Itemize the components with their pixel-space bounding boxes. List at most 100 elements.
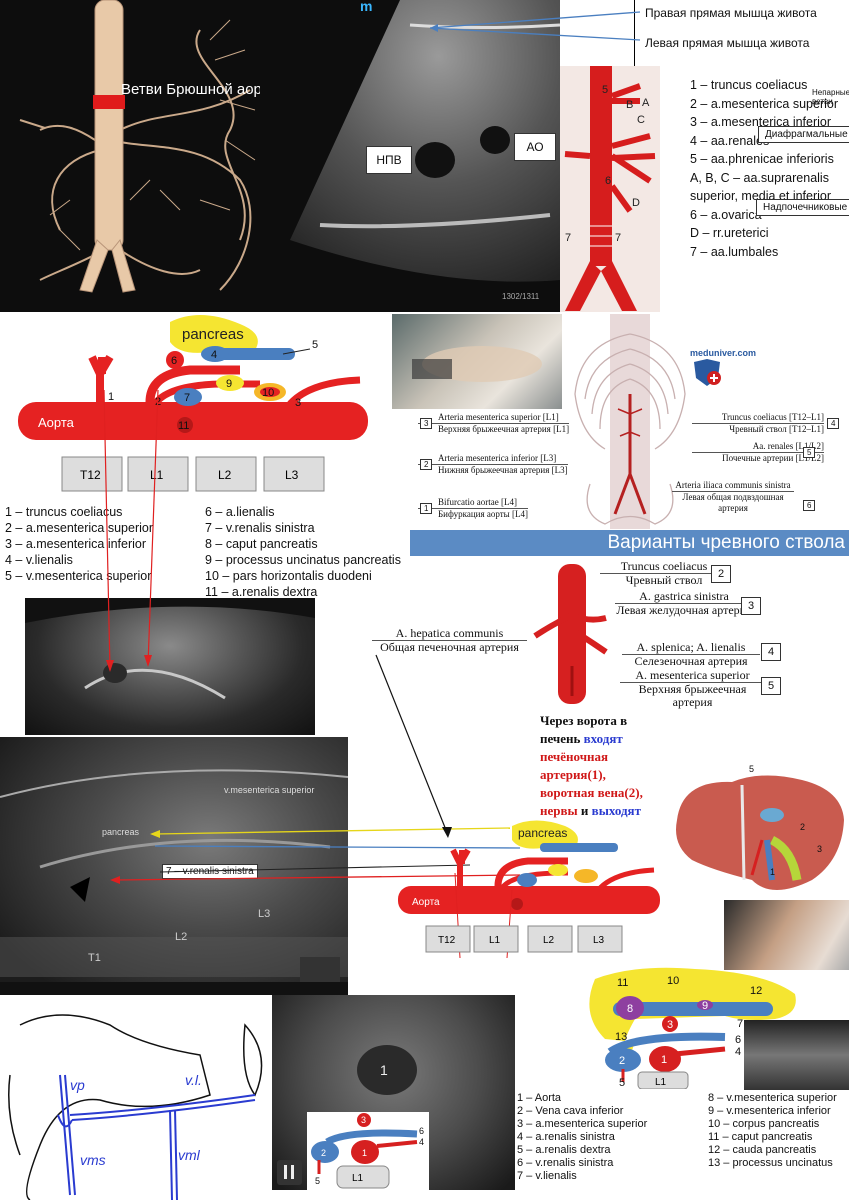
variant-lat: Truncus coeliacus [620,559,708,573]
liver-text-line: Через ворота в [540,713,628,728]
diaphragm-box: Диафрагмальные [758,126,849,143]
ao-label: АО [526,140,544,154]
hand-sketch: vp v.l. vms vml [8,1014,263,1200]
skeleton-ru: Почечные артерии [L1/L2] [692,452,824,464]
adrenal-box: Надпочечниковые [756,199,849,216]
legend-item: 11 – a.renalis dextra [205,585,318,599]
mini-ultrasound [744,1020,849,1090]
legend-item: 9 – processus uncinatus pancreatis [205,553,401,567]
skeleton-lat: Truncus coeliacus [T12–L1] [721,412,824,422]
liver-num: 2 [800,822,805,832]
liver-text-line: артерия(1), [540,767,606,782]
pancreas-num: 7 [737,1018,743,1030]
aorta-pancreas-diagram-2: pancreas Аорта T12 L1 L2 L3 [398,820,660,958]
ultrasound-pancreas-detail [0,769,348,995]
pancreas-legend-item: 6 – v.renalis sinistra [517,1157,614,1169]
skeleton-label-left: Arteria mesenterica inferior [L3] Нижняя… [418,453,568,476]
pancreas-legend-item: 5 – a.renalis dextra [517,1144,611,1156]
vrs-label: 7 – v.renalis sinistra [166,866,254,877]
diagram-num: 10 [262,387,274,399]
legend-item: 4 – v.lienalis [5,553,73,567]
l2-us-label: L2 [175,931,188,943]
us-bottom-inset-num: 2 [321,1148,326,1158]
us-bottom-vert: L1 [352,1173,364,1184]
svg-text:D: D [632,197,640,209]
liver-text-line: воротная вена(2), [540,785,643,800]
diagram-num: 3 [295,397,301,409]
skeleton-label-right: Arteria iliaca communis sinistra Левая о… [672,480,794,514]
legend-item: 8 – caput pancreatis [205,537,318,551]
liver-text-fragment: печень [540,731,584,746]
variant-hepatic: A. hepatica communis Общая печеночная ар… [372,627,527,654]
skeleton-label-left: Arteria mesenterica superior [L1] Верхня… [418,412,570,435]
pancreas-label-2: pancreas [518,826,567,840]
pancreas-legend-item: 9 – v.mesenterica inferior [708,1105,831,1117]
variant-num: 3 [741,597,762,615]
svg-text:5: 5 [602,84,608,96]
branch-item: 6 – a.ovarica [690,207,762,222]
skeleton-ru: Чревный ствол [T12–L1] [692,423,824,435]
vertebra-label: L1 [150,468,164,482]
rectus-arrows [429,11,641,41]
variant-ru: Верхняя брыжеечная артерия [620,682,765,709]
pancreas-label: pancreas [182,326,244,343]
vertebra-label: T12 [80,468,101,482]
branch-item: 1 – truncus coeliacus [690,78,808,92]
variant-ru: Общая печеночная артерия [372,640,527,654]
aorta-branches-list: 1 – truncus coeliacus 2 – a.mesenterica … [690,76,838,261]
pancreas-legend-item: 1 – Aorta [517,1092,562,1104]
rectus-label-box [634,0,849,67]
variant-num: 4 [761,643,782,661]
liver-text-fragment: и [577,803,592,818]
pancreas-num: 6 [735,1034,741,1046]
pancreas-num: 3 [667,1019,673,1031]
skeleton-num: 6 [803,500,816,511]
us-bottom-inset-num: 5 [315,1176,320,1186]
skeleton-ru: Бифуркация аорты [L4] [418,508,528,520]
pancreas-legend-item: 12 – cauda pancreatis [708,1144,817,1156]
l3-us-label: L3 [258,908,271,920]
variant-num: 5 [761,677,782,695]
skeleton-figure [574,314,686,529]
liver-illustration: 5 2 3 1 [676,764,844,890]
variant-num: 2 [711,565,732,583]
svg-text:A: A [642,97,650,109]
liver-text-nerves: нервы [540,803,578,818]
svg-text:7: 7 [565,232,571,244]
pancreas-legend-item: 3 – a.mesenterica superior [517,1118,648,1130]
liver-text-line: печёночная [540,749,609,764]
hand-probe-photo [724,900,849,970]
liver-text-line: печень входят [540,730,643,748]
ultrasound-celiac [25,598,315,735]
diagram-num: 4 [211,349,217,361]
variant-lat: A. mesenterica superior [635,668,750,682]
ultrasound-aorta-ivc: m 1302/1311 НПВ АО [260,0,561,312]
us-bottom-num: 1 [380,1062,388,1078]
pancreas-us-label: pancreas [102,827,140,837]
sketch-vml: vml [178,1147,201,1163]
probe-hand-sketch [412,346,542,382]
variant-lat: A. hepatica communis [395,626,504,640]
pancreas-legend-item: 4 – a.renalis sinistra [517,1131,615,1143]
sketch-vms: vms [80,1152,106,1168]
legend-right: 6 – a.lienalis 7 – v.renalis sinistra 8 … [205,504,401,600]
us-bottom-inset-num: 6 [419,1126,424,1136]
pancreas-num: 2 [619,1055,625,1067]
aorta-3d-label: Ветви Брюшной аорты [121,81,280,98]
aorta-3d-render [19,0,256,293]
right-rectus-label: Правая прямая мышца живота [645,6,817,20]
skeleton-num: 5 [803,447,816,458]
pancreas-num: 12 [750,985,762,997]
pancreas-num: 4 [735,1046,741,1058]
diagram-num: 11 [178,420,189,432]
skeleton-ru: Левая общая подвздошная артерия [672,491,794,514]
aorta-3d-panel: Ветви Брюшной аорты [0,0,300,312]
left-rectus-label: Левая прямая мышца живота [645,36,810,50]
liver-num: 3 [817,844,822,854]
pancreas-num: 13 [615,1031,627,1043]
legend-item: 3 – a.mesenterica inferior [5,537,147,551]
ultrasound-bottom-inset: L1 3 6 4 2 1 5 [307,1112,429,1190]
shield-icon [694,359,721,386]
